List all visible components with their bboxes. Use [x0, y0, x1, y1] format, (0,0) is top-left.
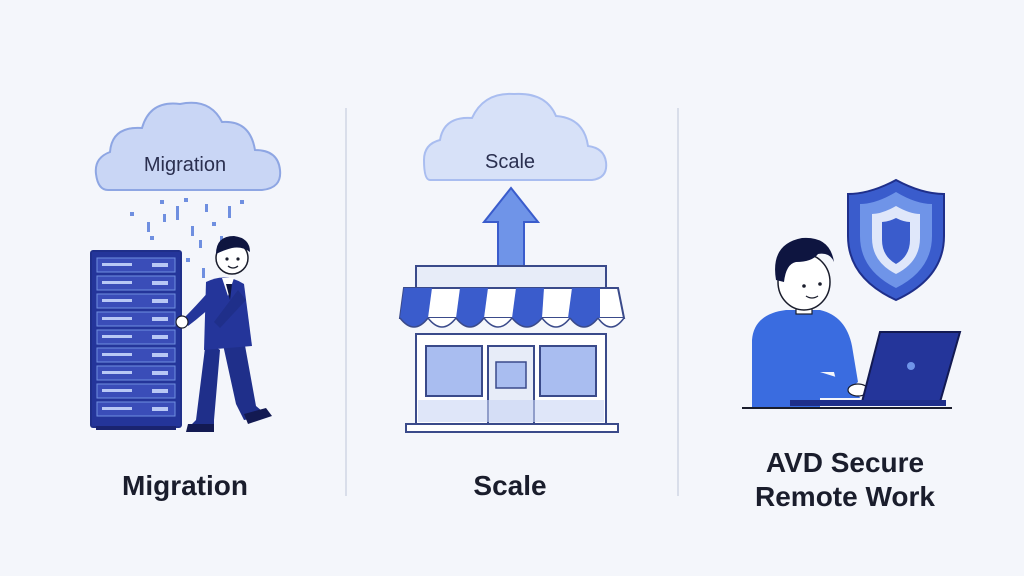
- avd-caption-line1: AVD Secure: [765, 447, 925, 478]
- migration-caption: Migration: [122, 470, 248, 501]
- scale-cloud-icon: Scale: [422, 92, 608, 181]
- person-icon: [175, 236, 272, 432]
- migration-cloud-icon: Migration: [94, 101, 282, 191]
- remote-worker-person-icon: [752, 237, 869, 408]
- avd-caption-line2: Remote Work: [755, 481, 935, 512]
- storefront-icon: [398, 265, 626, 433]
- up-arrow-icon: [481, 186, 541, 267]
- scale-cloud-label: Scale: [485, 151, 535, 173]
- divider-left: [345, 108, 347, 496]
- laptop-icon: [790, 331, 962, 406]
- shield-icon: [847, 178, 945, 302]
- migration-cloud-label: Migration: [144, 154, 226, 176]
- server-rack-icon: [90, 250, 182, 430]
- avd-caption: AVD Secure Remote Work: [720, 446, 970, 514]
- data-bits-icon: [130, 198, 244, 278]
- divider-right: [677, 108, 679, 496]
- scale-caption: Scale: [473, 470, 547, 501]
